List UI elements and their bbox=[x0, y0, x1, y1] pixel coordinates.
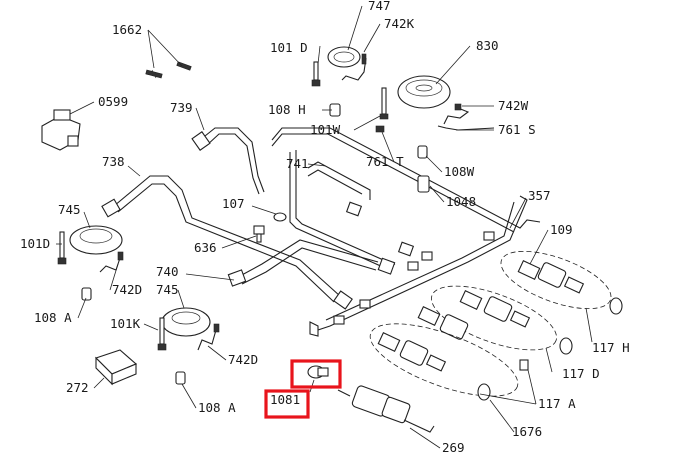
part-117D-valve-group bbox=[417, 285, 573, 355]
part-742K-thermocouple bbox=[341, 53, 367, 81]
part-108W-nut bbox=[417, 145, 428, 159]
part-272-ignition-module bbox=[94, 349, 138, 386]
highlight-boxes bbox=[264, 359, 342, 419]
label-1048: 1048 bbox=[446, 194, 476, 209]
label-1676: 1676 bbox=[512, 424, 542, 439]
leader-lines bbox=[56, 5, 593, 449]
part-117A-valve-group bbox=[369, 323, 529, 401]
label-117A: 117 A bbox=[538, 396, 576, 411]
highlight-box-part-1081 bbox=[290, 359, 342, 389]
part-1662-clips bbox=[145, 61, 192, 79]
label-107: 107 bbox=[222, 196, 245, 211]
part-269-valve-assembly bbox=[337, 385, 435, 433]
part-745-burner-bottom bbox=[161, 307, 211, 337]
part-labels: 1662 747 742K 101 D 830 0599 739 108 H 7… bbox=[20, 0, 630, 455]
part-1081-fitting[interactable] bbox=[307, 365, 329, 379]
label-761S: 761 S bbox=[498, 122, 536, 137]
label-101K: 101K bbox=[110, 316, 141, 331]
label-357: 357 bbox=[528, 188, 551, 203]
gas-pipe-739 bbox=[191, 127, 265, 195]
label-269: 269 bbox=[442, 440, 465, 455]
highlight-box-label-1081 bbox=[264, 389, 310, 419]
part-101K-electrode bbox=[157, 317, 167, 351]
label-739: 739 bbox=[170, 100, 193, 115]
part-745-burner-top bbox=[69, 225, 123, 255]
label-745-bottom: 745 bbox=[156, 282, 179, 297]
pipe-fittings bbox=[333, 201, 495, 325]
label-108A-bottom: 108 A bbox=[198, 400, 236, 415]
label-108A-top: 108 A bbox=[34, 310, 72, 325]
label-108H: 108 H bbox=[268, 102, 306, 117]
label-109: 109 bbox=[550, 222, 573, 237]
label-0599: 0599 bbox=[98, 94, 128, 109]
label-742W: 742W bbox=[498, 98, 529, 113]
part-742D-bottom-thermocouple bbox=[197, 323, 220, 351]
part-101W-electrode bbox=[379, 87, 389, 120]
label-742D-top: 742D bbox=[112, 282, 142, 297]
pipe-357-frame bbox=[309, 195, 528, 337]
part-742W-thermocouple bbox=[443, 103, 470, 125]
label-272: 272 bbox=[66, 380, 89, 395]
label-1081[interactable]: 1081 bbox=[270, 392, 300, 407]
part-830-wok-burner bbox=[397, 75, 451, 109]
label-741: 741 bbox=[286, 156, 309, 171]
part-101D-left-electrode bbox=[57, 231, 67, 265]
gas-pipe-738 bbox=[101, 175, 353, 310]
label-117D: 117 D bbox=[562, 366, 600, 381]
label-636: 636 bbox=[194, 240, 217, 255]
label-740: 740 bbox=[156, 264, 179, 279]
label-101W: 101W bbox=[310, 122, 341, 137]
label-745-top: 745 bbox=[58, 202, 81, 217]
part-747-burner-cap bbox=[327, 46, 361, 68]
label-117H: 117 H bbox=[592, 340, 630, 355]
label-101D-left: 101D bbox=[20, 236, 50, 251]
gas-pipe-740 bbox=[227, 239, 396, 287]
label-742K: 742K bbox=[384, 16, 415, 31]
part-108A-top-nut bbox=[81, 287, 92, 301]
label-1662: 1662 bbox=[112, 22, 142, 37]
label-830: 830 bbox=[476, 38, 499, 53]
part-0599-regulator bbox=[41, 109, 81, 151]
part-108A-bottom-nut bbox=[175, 371, 186, 385]
part-101D-top-electrode bbox=[311, 61, 321, 87]
part-107-washer bbox=[273, 212, 287, 222]
part-761T-lead bbox=[375, 125, 385, 133]
label-747: 747 bbox=[368, 0, 391, 13]
part-1048-bushing bbox=[417, 175, 430, 193]
part-636-screw bbox=[253, 225, 265, 243]
part-742D-top-thermocouple bbox=[99, 251, 124, 273]
label-761T: 761 T bbox=[366, 154, 404, 169]
part-117H-valve-group bbox=[500, 250, 623, 315]
label-738: 738 bbox=[102, 154, 125, 169]
label-101D-top: 101 D bbox=[270, 40, 308, 55]
label-108W: 108W bbox=[444, 164, 475, 179]
part-761S-lead bbox=[437, 125, 495, 131]
label-742D-bottom: 742D bbox=[228, 352, 258, 367]
